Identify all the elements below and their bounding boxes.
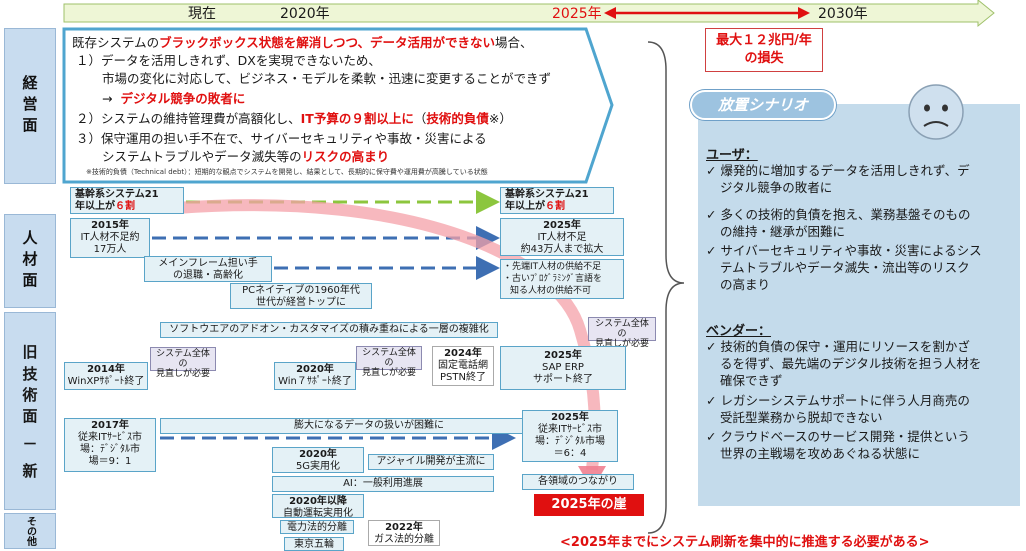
callout-review-2020: システム全体の見直しが必要 <box>356 346 422 378</box>
5g-box: 2020年 5G実用化 <box>272 447 364 473</box>
vendor-item: ✓ クラウドベースのサービス開発・提供という世界の主戦場を攻めあぐねる状態に <box>706 428 982 462</box>
mgmt-intro: 既存システムのブラックボックス状態を解消しつつ、データ活用ができない場合、 <box>72 35 533 50</box>
ai-bar: AI：一般利用進展 <box>272 476 494 492</box>
sad-face-icon <box>908 84 964 140</box>
user-item: ✓ サイバーセキュリティや事故・災害によるシステムトラブルやデータ滅失・流出等の… <box>706 242 982 293</box>
vendor-item-text: レガシーシステムサポートに伴う人月商売の受託型業務から脱却できない <box>720 393 970 425</box>
timeline-now: 現在 <box>188 6 216 22</box>
it-shortage-2015-box: 2015年 IT人材不足約 17万人 <box>70 218 150 258</box>
core-system-box-right: 基幹系システム21 年以上が６割 <box>500 187 614 214</box>
vendor-item-text: 技術的負債の保守・運用にリソースを割かざるを得ず、最先端のデジタル技術を担う人材… <box>720 339 982 388</box>
callout-review-2014: システム全体の見直しが必要 <box>150 347 216 379</box>
gas-separation-box: 2022年 ガス法的分離 <box>368 520 440 546</box>
mgmt-point-1-result: → デジタル競争の敗者に <box>102 91 246 106</box>
cliff-label: 2025年の崖 <box>534 494 644 516</box>
autonomous-driving-box: 2020年以降 自動運転実用化 <box>272 494 364 519</box>
sap-box: 2025年 SAP ERP サポート終了 <box>500 346 626 390</box>
check-icon: ✓ <box>706 339 721 354</box>
agile-bar: アジャイル開発が主流に <box>368 454 494 470</box>
row-label-tech-new: 新 <box>22 462 38 480</box>
software-complexity-bar: ソフトウエアのアドオン・カスタマイズの積み重ねによる一層の複雑化 <box>160 322 498 338</box>
vendor-heading: ベンダー： <box>706 324 772 339</box>
check-icon: ✓ <box>706 393 721 408</box>
vendor-item: ✓ レガシーシステムサポートに伴う人月商売の受託型業務から脱却できない <box>706 392 982 426</box>
loss-line-2: の損失 <box>744 51 784 66</box>
vendor-item: ✓ 技術的負債の保守・運用にリソースを割かざるを得ず、最先端のデジタル技術を担う… <box>706 338 982 389</box>
check-icon: ✓ <box>706 429 721 444</box>
mainframe-box: メインフレーム担い手 の退職・高齢化 <box>144 256 272 282</box>
row-label-management: 経営面 <box>4 28 56 184</box>
row-label-tech-main: 技術面 <box>20 366 39 429</box>
winxp-box: 2014年 WinXPｻﾎﾟｰﾄ終了 <box>64 362 148 390</box>
mgmt-point-1: １）データを活用しきれず、DXを実現できないため、 <box>76 53 381 68</box>
row-label-human: 人材面 <box>4 214 56 308</box>
user-item: ✓ 多くの技術的負債を抱え、業務基盤そのものの維持・継承が困難に <box>706 206 982 240</box>
check-icon: ✓ <box>706 207 721 222</box>
pc-native-box: PCネイティブの1960年代 世代が経営トップに <box>230 283 372 309</box>
scenario-title: 放置シナリオ <box>690 90 836 120</box>
vendor-item-text: クラウドベースのサービス開発・提供という世界の主戦場を攻めあぐねる状態に <box>720 429 970 461</box>
mgmt-footnote: ※技術的負債（Technical debt）：短期的な観点でシステムを開発し、結… <box>86 168 488 176</box>
user-item-text: 爆発的に増加するデータを活用しきれず、デジタル競争の敗者に <box>720 163 970 195</box>
timeline-2020: 2020年 <box>280 6 330 22</box>
win7-box: 2020年 Win７ｻﾎﾟｰﾄ終了 <box>274 362 356 390</box>
pstn-box: 2024年 固定電話網 PSTN終了 <box>432 346 494 386</box>
data-handling-bar: 膨大になるデータの扱いが困難に <box>160 418 578 434</box>
user-item-text: サイバーセキュリティや事故・災害によるシステムトラブルやデータ滅失・流出等のリス… <box>720 243 982 292</box>
tokyo-olympics-box: 東京五輪 <box>284 537 344 551</box>
mgmt-point-2: ２）システムの維持管理費が高額化し、IT予算の９割以上に（技術的負債※） <box>76 111 512 126</box>
management-chevron <box>62 27 614 184</box>
timeline-arrow <box>63 0 995 28</box>
row-label-tech-dash: － <box>22 435 38 453</box>
conclusion-text: <2025年までにシステム刷新を集中的に推進する必要がある> <box>560 535 930 550</box>
user-item: ✓ 爆発的に増加するデータを活用しきれず、デジタル競争の敗者に <box>706 162 982 196</box>
brace <box>647 41 685 534</box>
it-shortage-2025-box: 2025年 IT人材不足 約43万人まで拡大 <box>500 218 624 256</box>
callout-review-2025: システム全体の見直しが必要 <box>588 317 656 349</box>
power-separation-box: 電力法的分離 <box>280 520 354 534</box>
scenario-panel <box>698 104 1020 506</box>
loss-line-1: 最大１２兆円/年 <box>716 33 812 48</box>
timeline-2030: 2030年 <box>818 6 868 22</box>
supply-shortage-box: ・先端IT人材の供給不足 ・古いﾌﾟﾛｸﾞﾗﾐﾝｸﾞ言語を 知る人材の供給不可 <box>500 259 624 299</box>
row-label-tech-old: 旧 <box>22 343 38 361</box>
mgmt-point-3: ３）保守運用の担い手不在で、サイバーセキュリティや事故・災害による <box>76 131 487 146</box>
connection-bar: 各領域のつながり <box>522 474 634 490</box>
row-label-tech: 旧 技術面 － 新 <box>4 312 56 510</box>
check-icon: ✓ <box>706 163 721 178</box>
timeline-2025: 2025年 <box>552 6 602 22</box>
it-service-2017-box: 2017年 従来ITｻｰﾋﾞｽ市 場：ﾃﾞｼﾞﾀﾙ市 場＝9：1 <box>64 418 156 472</box>
mgmt-point-1-line2: 市場の変化に対応して、ビジネス・モデルを柔軟・迅速に変更することができず <box>102 71 552 86</box>
it-service-2025-box: 2025年 従来ITｻｰﾋﾞｽ市 場：ﾃﾞｼﾞﾀﾙ市場 ＝6：4 <box>522 410 618 462</box>
core-system-box-left: 基幹系システム21 年以上が６割 <box>70 187 184 214</box>
row-label-other: その他 <box>4 513 56 549</box>
user-heading: ユーザ： <box>706 148 758 163</box>
loss-box: 最大１２兆円/年 の損失 <box>705 28 823 72</box>
check-icon: ✓ <box>706 243 721 258</box>
user-item-text: 多くの技術的負債を抱え、業務基盤そのものの維持・継承が困難に <box>720 207 971 239</box>
mgmt-point-3-line2: システムトラブルやデータ滅失等のリスクの高まり <box>102 149 390 164</box>
